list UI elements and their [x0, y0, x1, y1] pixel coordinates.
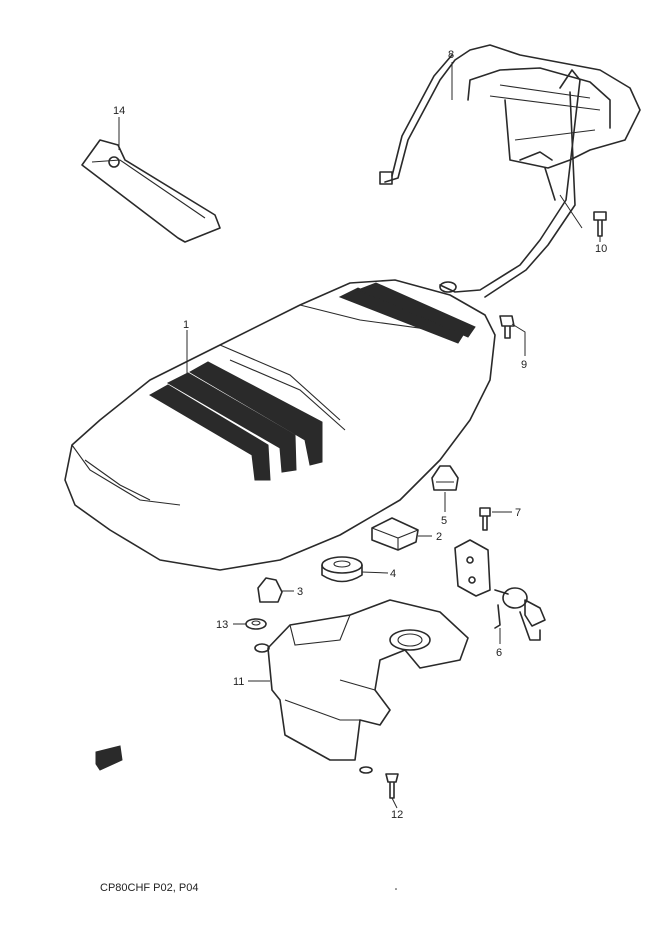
part-3-cushion — [257, 577, 283, 603]
callout-8: 8 — [448, 49, 454, 61]
dot-mark — [395, 888, 397, 890]
callout-2: 2 — [436, 531, 442, 543]
part-9-bolt — [499, 315, 515, 339]
diagram-code: CP80CHF P02, P04 — [100, 882, 198, 894]
callout-14: 14 — [113, 105, 125, 117]
leader-lines — [118, 62, 601, 809]
front-arrow-icon — [95, 745, 123, 771]
part-6-lock — [454, 539, 546, 641]
callout-5: 5 — [441, 515, 447, 527]
part-8-carrier — [379, 44, 641, 298]
callout-labels: 14 8 10 9 1 5 7 2 4 3 13 11 6 12 — [113, 49, 607, 821]
callout-3: 3 — [297, 586, 303, 598]
callout-1: 1 — [183, 319, 189, 331]
callout-13: 13 — [216, 619, 228, 631]
callout-7: 7 — [515, 507, 521, 519]
part-7-screw — [479, 507, 491, 531]
callout-6: 6 — [496, 647, 502, 659]
callout-4: 4 — [390, 568, 396, 580]
part-13-washer — [245, 618, 267, 630]
callout-10: 10 — [595, 243, 607, 255]
callout-11: 11 — [233, 676, 244, 688]
callout-9: 9 — [521, 359, 527, 371]
part-10-bolt — [593, 211, 607, 237]
part-12-bolt — [385, 773, 399, 799]
part-11-tool-box — [254, 599, 469, 774]
part-14-strap — [81, 139, 221, 243]
part-5-cushion — [431, 465, 459, 491]
part-4-grommet — [321, 556, 363, 583]
callout-12: 12 — [391, 809, 403, 821]
part-2-block — [371, 517, 419, 551]
part-1-seat — [64, 279, 496, 571]
